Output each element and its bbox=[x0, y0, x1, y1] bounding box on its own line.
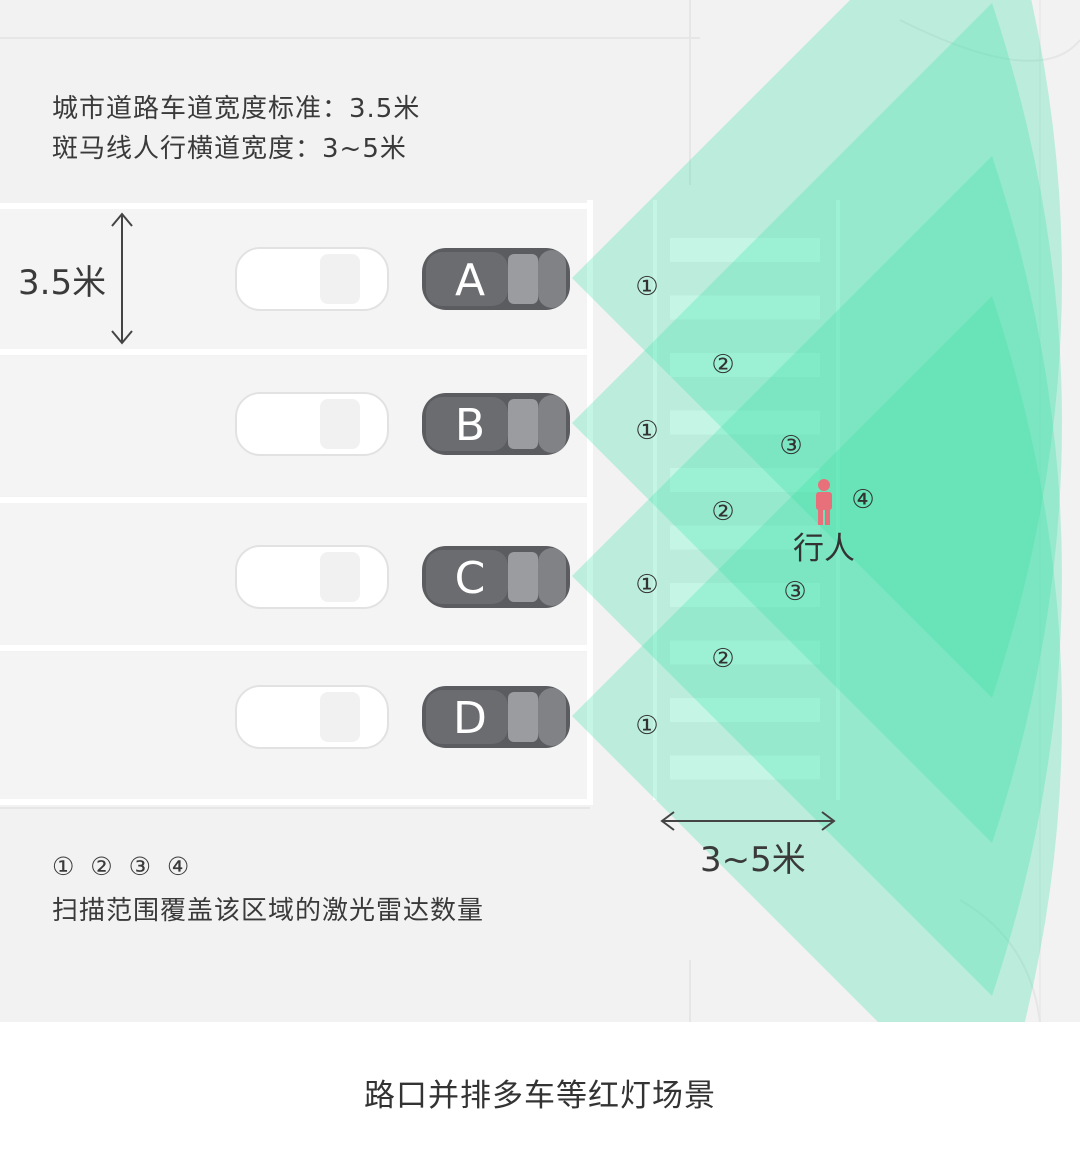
mark-2: ② bbox=[711, 350, 734, 380]
mark-3: ③ bbox=[779, 431, 802, 461]
pedestrian-label: 行人 bbox=[793, 531, 855, 567]
scene: A B C D ① ① ① ① ② ② ② ③ bbox=[0, 0, 1080, 1022]
figure-caption: 路口并排多车等红灯场景 bbox=[364, 1078, 716, 1114]
intersection-diagram: A B C D ① ① ① ① ② ② ② ③ bbox=[0, 0, 1080, 1022]
crosswalk-stripe bbox=[670, 353, 820, 377]
mark-3: ③ bbox=[783, 577, 806, 607]
lane-width-standard: 城市道路车道宽度标准：3.5米 bbox=[52, 94, 421, 124]
lane-width-label: 3.5米 bbox=[18, 263, 107, 303]
car-a: A bbox=[422, 248, 570, 310]
car-label: B bbox=[455, 400, 485, 451]
background-car bbox=[235, 247, 389, 311]
crosswalk bbox=[653, 200, 840, 800]
lidar-scan-areas bbox=[572, 0, 1062, 1022]
legend-symbols: ① ② ③ ④ bbox=[52, 852, 190, 881]
crosswalk-width-label: 3~5米 bbox=[700, 840, 806, 880]
car-b: B bbox=[422, 393, 570, 455]
car-d: D bbox=[422, 686, 570, 748]
road-texture bbox=[0, 0, 1080, 1022]
background-car bbox=[235, 545, 389, 609]
mark-1: ① bbox=[635, 570, 658, 600]
crosswalk-stripe bbox=[670, 640, 820, 665]
car-label: C bbox=[455, 553, 486, 604]
crosswalk-stripe bbox=[670, 295, 820, 320]
mark-2: ② bbox=[711, 497, 734, 527]
mark-1: ① bbox=[635, 416, 658, 446]
lidar-scan-fan-b bbox=[572, 3, 1062, 843]
legend-text: 扫描范围覆盖该区域的激光雷达数量 bbox=[52, 896, 485, 926]
car-c: C bbox=[422, 546, 570, 608]
mark-1: ① bbox=[635, 711, 658, 741]
crosswalk-stripe bbox=[670, 410, 820, 435]
cars: A B C D bbox=[235, 247, 570, 749]
lidar-scan-fan-c bbox=[572, 156, 1062, 996]
crosswalk-width-standard: 斑马线人行横道宽度：3~5米 bbox=[52, 134, 407, 164]
crosswalk-stripe bbox=[670, 698, 820, 722]
background-car bbox=[235, 685, 389, 749]
crosswalk-stripe bbox=[670, 583, 820, 607]
lidar-scan-fan-a bbox=[572, 0, 1062, 698]
crosswalk-stripe bbox=[670, 525, 820, 550]
pedestrian-icon bbox=[816, 479, 832, 525]
mark-4: ④ bbox=[851, 485, 874, 515]
crosswalk-stripe bbox=[670, 755, 820, 780]
car-label: D bbox=[453, 693, 487, 744]
lane-width-arrow bbox=[111, 212, 133, 345]
crosswalk-width-arrow bbox=[660, 811, 836, 831]
background-car bbox=[235, 392, 389, 456]
crosswalk-stripe bbox=[670, 468, 820, 492]
lidar-scan-fan-d bbox=[572, 296, 1062, 1022]
crosswalk-stripe bbox=[670, 238, 820, 262]
mark-2: ② bbox=[711, 644, 734, 674]
coverage-marks: ① ① ① ① ② ② ② ③ ③ ④ bbox=[635, 272, 874, 741]
car-label: A bbox=[455, 255, 485, 306]
mark-1: ① bbox=[635, 272, 658, 302]
